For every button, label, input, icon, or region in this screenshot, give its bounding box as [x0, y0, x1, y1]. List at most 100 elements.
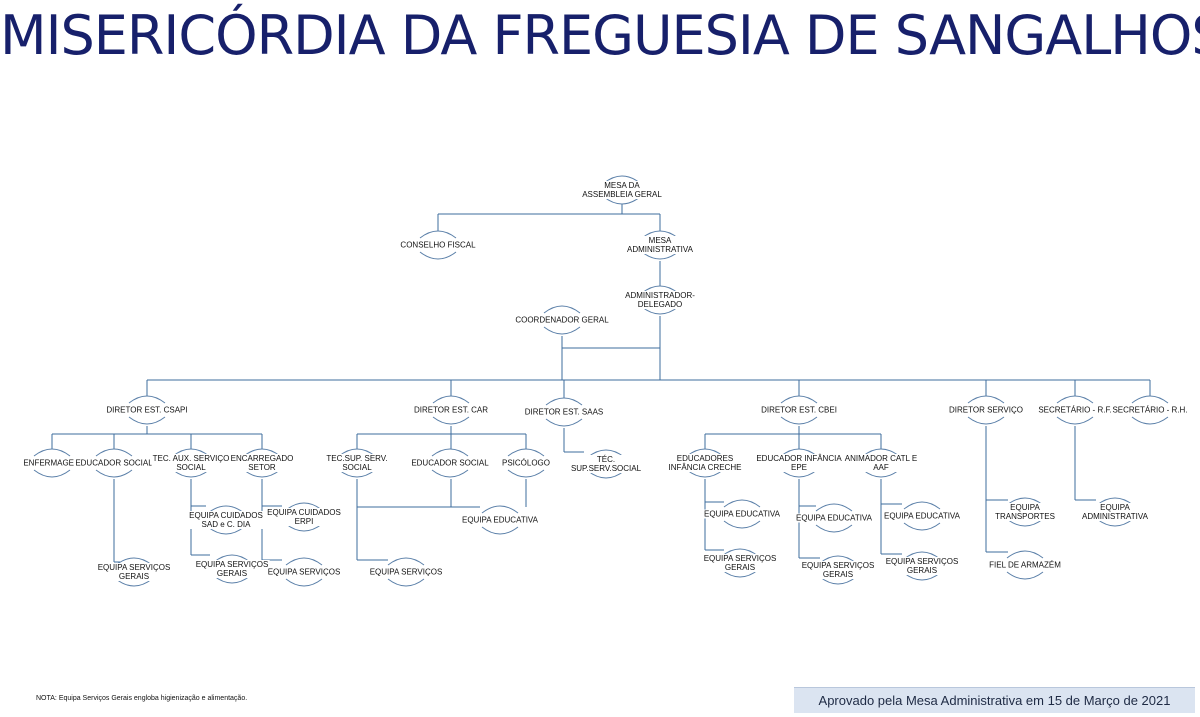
node-arc-top	[1006, 550, 1044, 559]
node-arc-top	[780, 448, 818, 457]
node-arc-top	[432, 395, 470, 404]
node-arc-top	[603, 175, 641, 184]
node-equipa-servicos-gerais-csapi: EQUIPA SERVIÇOS GERAIS	[96, 563, 172, 581]
node-arc-bottom	[33, 469, 71, 478]
node-diretor-servico: DIRETOR SERVIÇO	[948, 405, 1024, 415]
node-tec-sup-serv-social-car: TEC.SUP. SERV. SOCIAL	[325, 454, 389, 472]
node-psicologo: PSICÓLOGO	[500, 458, 552, 468]
node-arc-top	[387, 557, 425, 566]
node-arc-bottom	[545, 418, 583, 427]
node-arc-top	[1096, 497, 1134, 506]
node-equipa-administrativa: EQUIPA ADMINISTRATIVA	[1081, 503, 1149, 521]
node-arc-top	[967, 395, 1005, 404]
node-equipa-transportes: EQUIPA TRANSPORTES	[994, 503, 1056, 521]
node-tec-sup-serv-social-saas: TÉC. SUP.SERV.SOCIAL	[569, 455, 643, 473]
node-equipa-servicos-car: EQUIPA SERVIÇOS	[368, 567, 444, 577]
node-enfermagem: ENFERMAGEM	[22, 458, 82, 468]
node-arc-top	[285, 557, 323, 566]
node-arc-bottom	[387, 578, 425, 587]
node-equipa-servicos-gerais-tec: EQUIPA SERVIÇOS GERAIS	[194, 560, 270, 578]
node-arc-top	[543, 305, 581, 314]
node-arc-top	[243, 448, 281, 457]
node-arc-bottom	[686, 469, 724, 478]
node-arc-top	[128, 395, 166, 404]
node-arc-top	[862, 448, 900, 457]
node-arc-top	[641, 285, 679, 294]
node-fiel-armazem: FIEL DE ARMAZÉM	[988, 560, 1062, 570]
node-arc-top	[431, 448, 469, 457]
node-arc-top	[338, 448, 376, 457]
node-arc-top	[641, 230, 679, 239]
node-arc-bottom	[967, 416, 1005, 425]
node-arc-bottom	[1006, 518, 1044, 527]
node-arc-top	[815, 503, 853, 512]
node-arc-bottom	[721, 569, 759, 578]
node-secretario-rf: SECRETÁRIO - R.F.	[1037, 405, 1113, 415]
node-animador-catl-aaf: ANIMADOR CATL E AAF	[843, 454, 919, 472]
node-arc-bottom	[431, 469, 469, 478]
node-arc-bottom	[243, 469, 281, 478]
node-equipa-servicos-gerais-creche: EQUIPA SERVIÇOS GERAIS	[702, 554, 778, 572]
node-conselho-fiscal: CONSELHO FISCAL	[399, 240, 477, 250]
node-diretor-saas: DIRETOR EST. SAAS	[523, 407, 605, 417]
node-arc-bottom	[481, 526, 519, 535]
node-arc-top	[721, 548, 759, 557]
node-arc-bottom	[1006, 571, 1044, 580]
node-arc-bottom	[285, 578, 323, 587]
node-educador-social-car: EDUCADOR SOCIAL	[410, 458, 490, 468]
node-diretor-csapi: DIRETOR EST. CSAPI	[105, 405, 189, 415]
node-arc-top	[33, 448, 71, 457]
node-arc-top	[1006, 497, 1044, 506]
node-arc-top	[819, 555, 857, 564]
node-educador-infancia-epe: EDUCADOR INFÂNCIA EPE	[755, 454, 843, 472]
node-arc-top	[723, 499, 761, 508]
page-title: MISERICÓRDIA DA FREGUESIA DE SANGALHOS	[0, 4, 1200, 67]
node-arc-top	[903, 501, 941, 510]
node-frames	[33, 175, 1169, 587]
node-arc-bottom	[603, 196, 641, 205]
node-arc-top	[419, 230, 457, 239]
node-arc-top	[481, 505, 519, 514]
node-diretor-cbei: DIRETOR EST. CBEI	[760, 405, 838, 415]
node-equipa-educativa-car: EQUIPA EDUCATIVA	[460, 515, 540, 525]
node-arc-bottom	[1131, 416, 1169, 425]
node-equipa-servicos-gerais-catl: EQUIPA SERVIÇOS GERAIS	[884, 557, 960, 575]
node-mesa-administrativa: MESA ADMINISTRATIVA	[626, 236, 694, 254]
node-arc-bottom	[207, 526, 245, 535]
node-arc-bottom	[338, 469, 376, 478]
node-arc-top	[115, 557, 153, 566]
node-mesa-assembleia: MESA DA ASSEMBLEIA GERAL	[581, 181, 663, 199]
node-arc-bottom	[587, 470, 625, 479]
node-arc-bottom	[641, 306, 679, 315]
node-arc-bottom	[819, 576, 857, 585]
node-arc-bottom	[419, 251, 457, 260]
node-arc-bottom	[780, 469, 818, 478]
node-arc-top	[686, 448, 724, 457]
node-equipa-servicos-enc: EQUIPA SERVIÇOS	[266, 567, 342, 577]
node-arc-bottom	[172, 469, 210, 478]
node-arc-bottom	[723, 520, 761, 529]
node-arc-top	[285, 502, 323, 511]
node-arc-bottom	[780, 416, 818, 425]
node-arc-bottom	[128, 416, 166, 425]
node-arc-top	[903, 551, 941, 560]
footnote: NOTA: Equipa Serviços Gerais engloba hig…	[36, 695, 248, 702]
node-arc-bottom	[1056, 416, 1094, 425]
node-arc-top	[207, 505, 245, 514]
node-diretor-car: DIRETOR EST. CAR	[412, 405, 490, 415]
node-equipa-educativa-epe: EQUIPA EDUCATIVA	[794, 513, 874, 523]
node-arc-top	[780, 395, 818, 404]
node-arc-bottom	[543, 326, 581, 335]
node-equipa-cuidados-erpi: EQUIPA CUIDADOS ERPI	[266, 508, 342, 526]
node-arc-top	[1131, 395, 1169, 404]
node-secretario-rh: SECRETÁRIO - R.H.	[1111, 405, 1189, 415]
node-arc-bottom	[507, 469, 545, 478]
node-tec-aux-servico-social: TEC. AUX. SERVIÇO SOCIAL	[151, 454, 231, 472]
node-arc-bottom	[1096, 518, 1134, 527]
node-arc-bottom	[432, 416, 470, 425]
node-administrador-delegado: ADMINISTRADOR- DELEGADO	[624, 291, 696, 309]
node-arc-top	[172, 448, 210, 457]
node-arc-bottom	[641, 251, 679, 260]
node-equipa-servicos-gerais-epe: EQUIPA SERVIÇOS GERAIS	[800, 561, 876, 579]
